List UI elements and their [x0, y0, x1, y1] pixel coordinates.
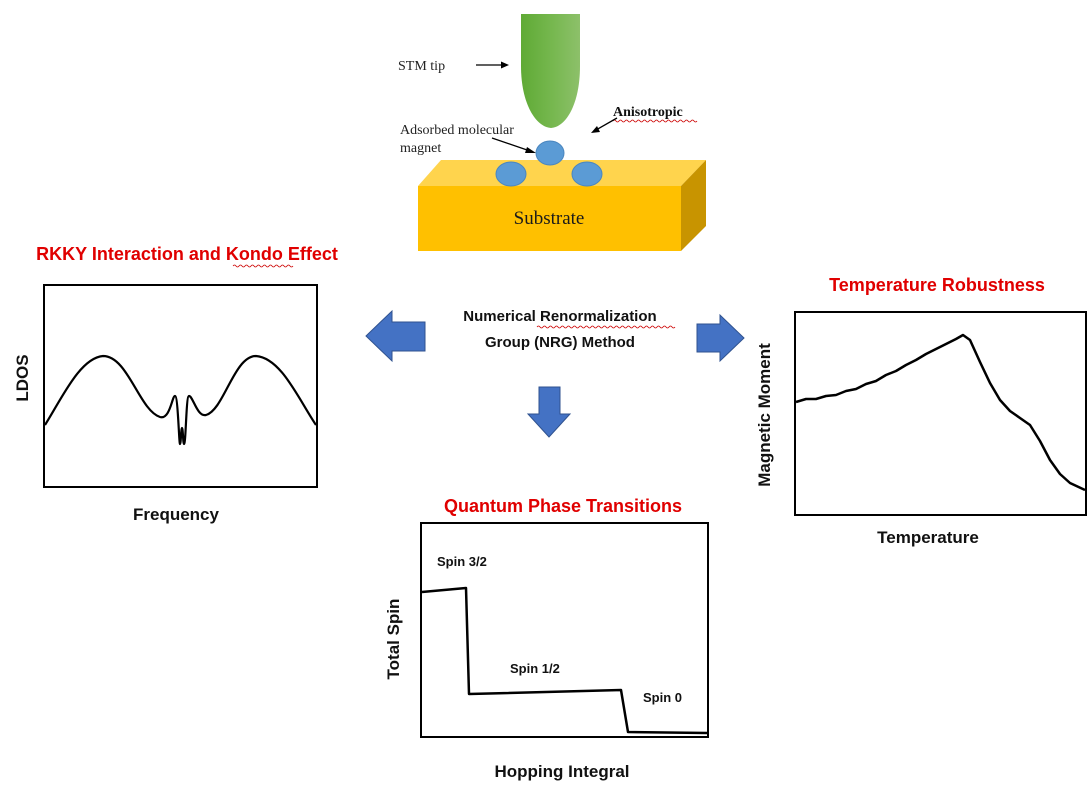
arrow-left-icon [365, 309, 426, 363]
molecule-arrow [491, 137, 536, 153]
quantum-spin-curve [421, 586, 708, 735]
rkky-ldos-curve [44, 354, 317, 446]
molecule-right [571, 161, 603, 187]
anisotropic-spellcheck-squiggle [612, 119, 698, 123]
kondo-spellcheck-squiggle [232, 264, 294, 268]
substrate-label: Substrate [514, 208, 585, 229]
temperature-panel: Temperature Robustness Magnetic Moment T… [755, 275, 1087, 547]
substrate-front-face [418, 186, 681, 251]
substrate-top-face [418, 160, 706, 186]
spin-label-0: Spin 0 [643, 690, 682, 705]
spin-label-1-2: Spin 1/2 [510, 661, 560, 676]
nrg-method-line1: Numerical Renormalization [463, 308, 656, 325]
stm-tip-label: STM tip [398, 59, 445, 74]
rkky-title: RKKY Interaction and Kondo Effect [36, 244, 338, 264]
renormalization-spellcheck-squiggle [536, 325, 676, 329]
quantum-plot-frame [420, 522, 709, 738]
spin-label-3-2: Spin 3/2 [437, 554, 487, 569]
substrate-block: Substrate [418, 160, 706, 251]
nrg-method-line2: Group (NRG) Method [485, 334, 635, 351]
nrg-method-label: Numerical Renormalization Group (NRG) Me… [463, 308, 676, 351]
temperature-moment-curve [795, 333, 1086, 492]
arrow-right-icon [696, 313, 745, 363]
rkky-panel: RKKY Interaction and Kondo Effect LDOS F… [13, 244, 338, 524]
molecule-center [535, 140, 565, 166]
substrate-side-face [681, 160, 706, 251]
temperature-xlabel: Temperature [877, 528, 979, 547]
anisotropic-label: Anisotropic [613, 105, 683, 120]
molecule-left [495, 161, 527, 187]
rkky-ylabel: LDOS [13, 354, 32, 401]
molecule-label-line2: magnet [400, 141, 441, 156]
stm-tip-arrow [476, 61, 509, 69]
temperature-ylabel: Magnetic Moment [755, 343, 774, 487]
stm-illustration: Substrate STM tip Anisotropic Adsorbed m… [398, 14, 706, 251]
quantum-xlabel: Hopping Integral [494, 762, 629, 781]
temperature-title: Temperature Robustness [829, 275, 1045, 295]
molecule-label-line1: Adsorbed molecular [400, 123, 514, 138]
quantum-title: Quantum Phase Transitions [444, 496, 682, 516]
anisotropic-arrow [591, 117, 618, 133]
rkky-xlabel: Frequency [133, 505, 220, 524]
arrow-down-icon [526, 386, 572, 438]
quantum-panel: Quantum Phase Transitions Spin 3/2 Spin … [384, 496, 709, 781]
stm-tip [521, 14, 580, 128]
temperature-plot-frame [794, 311, 1087, 516]
rkky-plot-frame [43, 284, 318, 488]
quantum-ylabel: Total Spin [384, 599, 403, 680]
